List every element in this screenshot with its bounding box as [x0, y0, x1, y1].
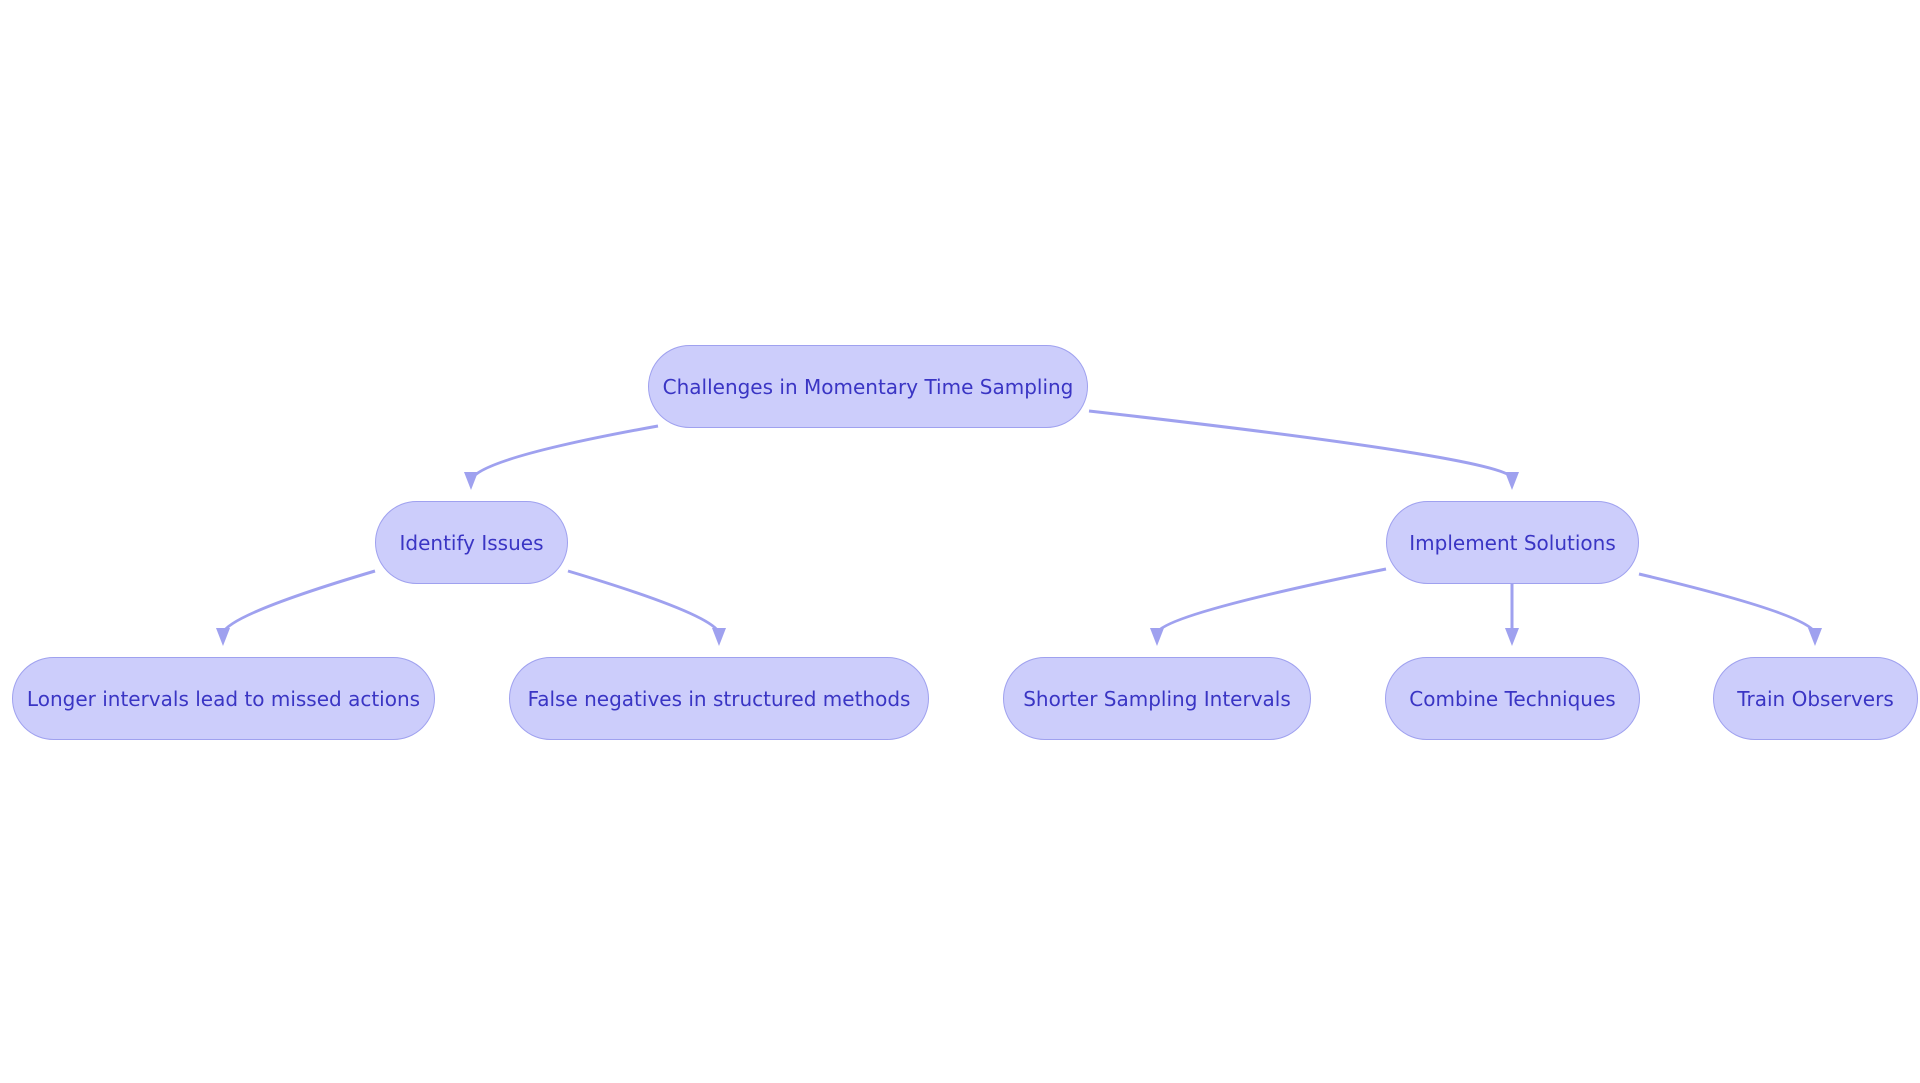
node-combine-techniques: Combine Techniques — [1385, 657, 1640, 740]
node-root-label: Challenges in Momentary Time Sampling — [662, 374, 1074, 399]
node-shorter-sampling-intervals: Shorter Sampling Intervals — [1003, 657, 1311, 740]
node-identify-issues: Identify Issues — [375, 501, 568, 584]
node-train-observers-label: Train Observers — [1737, 686, 1894, 711]
node-identify-issues-label: Identify Issues — [399, 530, 544, 555]
node-longer-intervals: Longer intervals lead to missed actions — [12, 657, 435, 740]
node-root: Challenges in Momentary Time Sampling — [648, 345, 1088, 428]
edge-identify-to-false-negatives — [567, 569, 726, 646]
node-false-negatives: False negatives in structured methods — [509, 657, 929, 740]
edge-root-to-implement-solutions — [1088, 409, 1519, 490]
node-shorter-sampling-intervals-label: Shorter Sampling Intervals — [1023, 686, 1291, 711]
node-false-negatives-label: False negatives in structured methods — [527, 686, 911, 711]
node-train-observers: Train Observers — [1713, 657, 1918, 740]
edge-implement-to-train-observers — [1638, 572, 1822, 646]
node-implement-solutions: Implement Solutions — [1386, 501, 1639, 584]
edge-root-to-identify-issues — [464, 424, 659, 490]
node-combine-techniques-label: Combine Techniques — [1409, 686, 1616, 711]
node-longer-intervals-label: Longer intervals lead to missed actions — [26, 686, 421, 711]
edge-implement-to-shorter-intervals — [1150, 567, 1387, 646]
edge-identify-to-longer-intervals — [216, 569, 376, 646]
node-implement-solutions-label: Implement Solutions — [1409, 530, 1616, 555]
